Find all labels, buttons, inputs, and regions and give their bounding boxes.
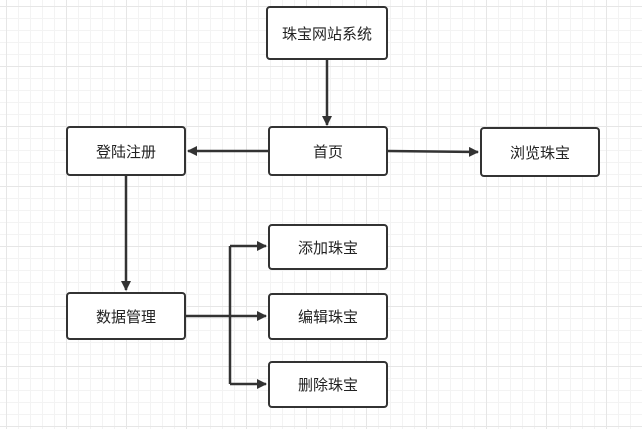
node-label: 编辑珠宝 [297, 308, 358, 326]
node-label: 删除珠宝 [297, 376, 358, 394]
node-login-register: 登陆注册 [66, 126, 186, 176]
node-label: 添加珠宝 [297, 238, 358, 257]
node-label: 浏览珠宝 [509, 143, 570, 162]
node-label: 数据管理 [95, 307, 156, 326]
edge-home-browse [387, 146, 479, 157]
node-delete-jewelry: 删除珠宝 [268, 361, 388, 408]
node-add-jewelry: 添加珠宝 [268, 224, 388, 270]
node-jewelry-website-system: 珠宝网站系统 [266, 6, 388, 60]
node-data-management: 数据管理 [66, 292, 186, 340]
node-label: 登陆注册 [95, 142, 156, 161]
node-label: 珠宝网站系统 [281, 24, 372, 43]
node-browse-jewelry: 浏览珠宝 [480, 127, 600, 177]
node-edit-jewelry: 编辑珠宝 [268, 293, 388, 340]
node-label: 首页 [312, 142, 343, 161]
node-home: 首页 [268, 126, 388, 176]
